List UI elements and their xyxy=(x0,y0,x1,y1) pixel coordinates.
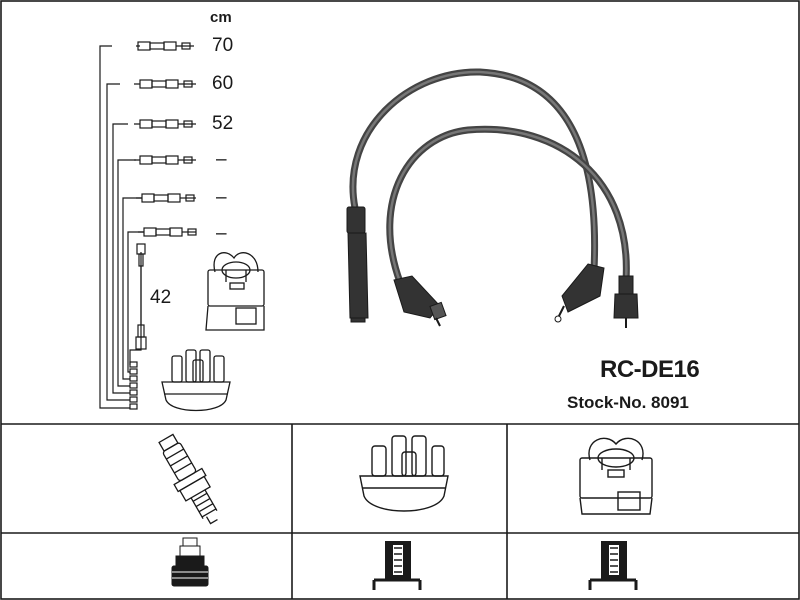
coil-lead-length: 42 xyxy=(150,287,172,308)
lead-length-2: 60 xyxy=(212,73,234,94)
lead-length-4: – xyxy=(216,149,227,170)
plug-terminal-icon xyxy=(171,537,209,587)
lead-length-3: 52 xyxy=(212,113,234,134)
product-code: RC-DE16 xyxy=(600,356,700,383)
lead-connectors xyxy=(134,41,197,237)
stock-number: Stock-No. 8091 xyxy=(567,393,689,412)
ignition-coil-icon xyxy=(205,252,265,331)
distributor-cap-icon xyxy=(359,435,449,512)
unit-label: cm xyxy=(210,9,232,26)
spark-plug-icon xyxy=(158,433,218,525)
lead-schematic-icon xyxy=(99,41,197,410)
distributor-cap-icon xyxy=(161,349,231,412)
coil-terminal-icon xyxy=(588,541,638,590)
cap-terminal-icon xyxy=(372,541,422,590)
lead-length-1: 70 xyxy=(212,35,234,56)
lead-length-6: – xyxy=(216,223,227,244)
ignition-lead-pair-icon xyxy=(346,68,639,328)
lead-length-5: – xyxy=(216,187,227,208)
ignition-coil-icon xyxy=(579,437,653,515)
